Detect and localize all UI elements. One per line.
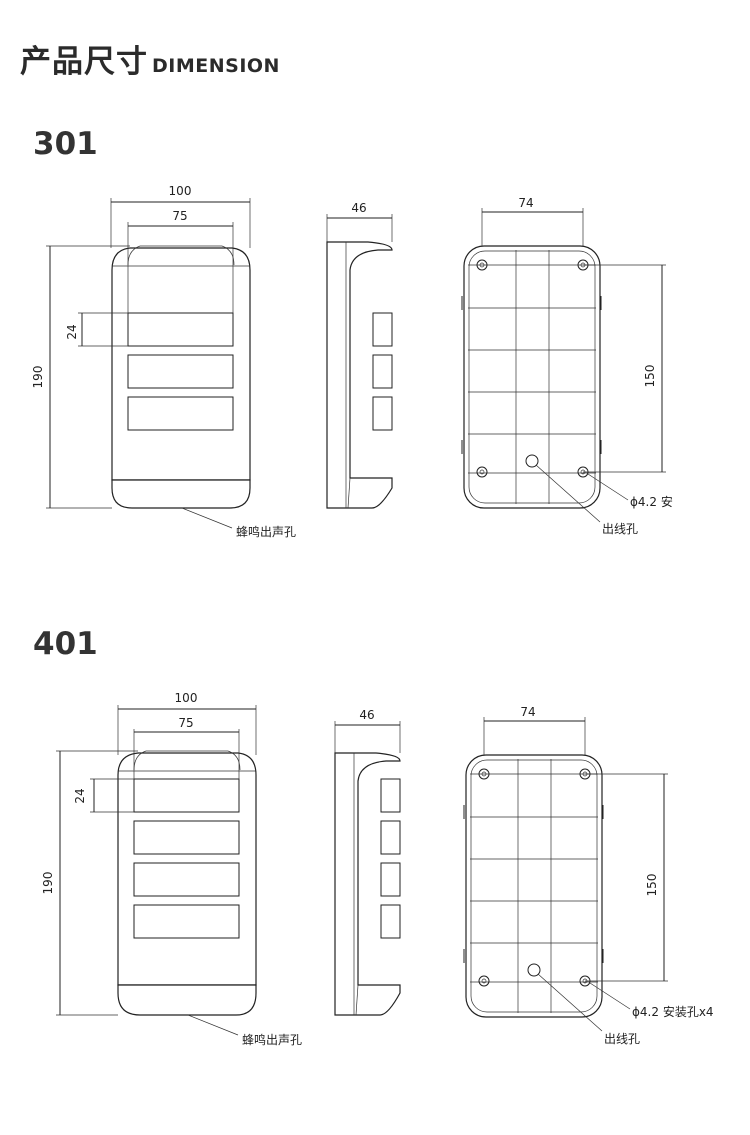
dim-depth: 46 [351,201,366,215]
dim-inner-width: 75 [178,716,193,730]
back-view: 74 150 ϕ4.2 安 出线孔 [461,196,673,536]
button-1 [133,778,240,813]
title-english: DIMENSION [152,55,280,77]
buzzer-label: 蜂鸣出声孔 [236,524,296,539]
button-3 [133,862,240,897]
hole-label: ϕ4.2 安装孔x4 [632,1004,714,1019]
dim-width: 100 [169,184,192,198]
dim-button-height: 24 [65,324,79,339]
dim-button-height: 24 [73,788,87,803]
hole-label: ϕ4.2 安 [630,494,673,509]
front-view: 100 75 190 24 蜂鸣出声孔 [41,691,302,1047]
model-401-label: 401 [33,626,98,662]
button-3 [127,396,234,431]
model-401-drawing: 100 75 190 24 蜂鸣出声孔 46 74 [41,691,714,1047]
dim-height: 190 [31,366,45,389]
model-301-label: 301 [33,126,98,162]
dim-hole-spacing-x: 74 [518,196,533,210]
wire-label: 出线孔 [604,1032,640,1046]
button-2 [133,820,240,855]
dim-inner-width: 75 [172,209,187,223]
dim-hole-spacing-y: 150 [643,365,657,388]
dim-hole-spacing-x: 74 [520,705,535,719]
dim-width: 100 [175,691,198,705]
buzzer-label: 蜂鸣出声孔 [242,1032,302,1047]
side-view: 46 [326,201,393,509]
front-view: 100 75 190 24 蜂鸣出声孔 [31,184,296,539]
button-1 [127,312,234,347]
button-4 [133,904,240,939]
button-2 [127,354,234,389]
model-301-drawing: 100 75 190 24 蜂鸣出声孔 46 74 [31,184,673,539]
back-view: 74 150 ϕ4.2 安装孔x4 出线孔 [463,705,714,1046]
dim-height: 190 [41,872,55,895]
side-view: 46 [334,708,401,1016]
dim-depth: 46 [359,708,374,722]
title-chinese: 产品尺寸 [20,44,148,80]
dim-hole-spacing-y: 150 [645,874,659,897]
wire-label: 出线孔 [602,522,638,536]
